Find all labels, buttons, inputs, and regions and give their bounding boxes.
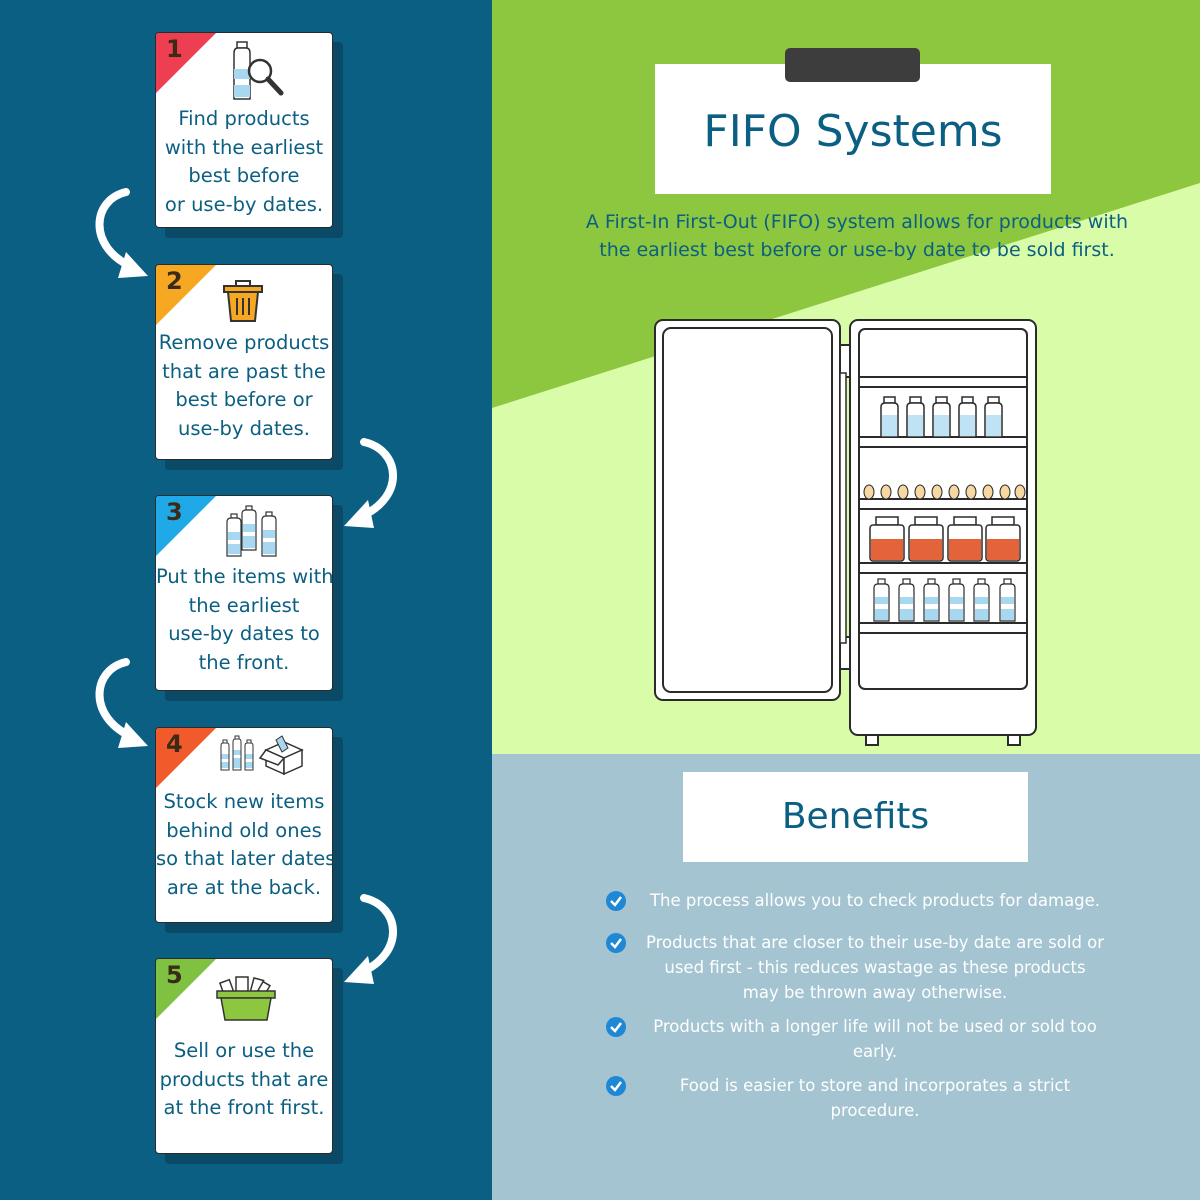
check-circle-icon: [606, 933, 626, 953]
step-1-number: 1: [166, 35, 183, 63]
step-3-number: 3: [166, 498, 183, 526]
step-2-corner: [156, 265, 216, 325]
fridge-illustration: [654, 319, 1037, 746]
title-card: FIFO Systems: [655, 64, 1051, 194]
step-5-corner: [156, 959, 216, 1019]
bottles-icon: [226, 505, 277, 557]
step-1-corner: [156, 33, 216, 93]
bottle-magnifier-icon: [233, 41, 284, 100]
trash-bin-icon: [223, 280, 263, 322]
arrow-step-3-to-4: [95, 658, 148, 748]
basket-icon: [216, 976, 276, 1021]
benefit-text-3: Products with a longer life will not be …: [653, 1017, 1097, 1061]
step-2-number: 2: [166, 267, 183, 295]
intro-text: A First-In First-Out (FIFO) system allow…: [585, 211, 1129, 261]
step-3-corner: [156, 496, 216, 556]
check-circle-icon: [606, 1017, 626, 1037]
check-circle-icon: [606, 891, 626, 911]
title-clip: [785, 48, 920, 82]
step-5-number: 5: [166, 961, 183, 989]
benefit-text-1: The process allows you to check products…: [649, 891, 1101, 910]
arrow-step-2-to-3: [344, 438, 397, 528]
step-4-corner: [156, 728, 216, 788]
step-4-number: 4: [166, 730, 183, 758]
arrow-step-4-to-5: [344, 894, 397, 984]
benefit-text-2: Products that are closer to their use-by…: [645, 933, 1105, 1002]
bottles-box-icon: [220, 735, 304, 776]
benefit-text-4: Food is easier to store and incorporates…: [679, 1076, 1071, 1120]
page-title: FIFO Systems: [703, 106, 1003, 157]
arrow-step-1-to-2: [95, 188, 148, 278]
benefits-title: Benefits: [781, 796, 930, 837]
benefits-card: Benefits: [683, 772, 1028, 862]
check-circle-icon: [606, 1076, 626, 1096]
